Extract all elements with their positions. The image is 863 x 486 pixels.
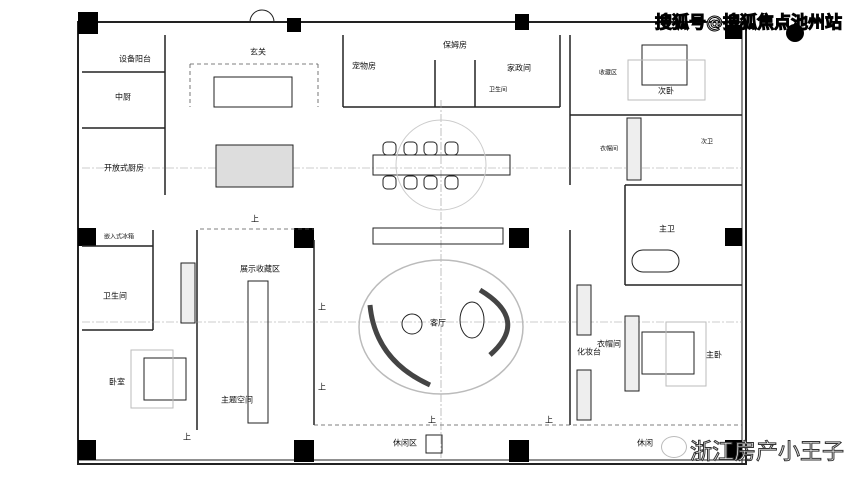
room-label-theme-space: 主题空间 — [221, 395, 253, 405]
tv-cabinet — [372, 227, 504, 245]
room-label-leisure-right: 休闲 — [637, 438, 653, 448]
structural-columns — [78, 12, 742, 462]
watermark-top: 搜狐号@搜狐焦点池州站 — [655, 13, 843, 34]
room-label-second-bedroom: 次卧 — [658, 86, 674, 96]
room-label-open-kitchen: 开放式厨房 — [104, 163, 144, 173]
room-label-leisure-area: 休闲区 — [393, 438, 417, 448]
up-marker: 上 — [428, 415, 436, 425]
room-label-display-collection: 展示收藏区 — [240, 264, 280, 274]
up-marker: 上 — [318, 302, 326, 312]
room-label-master-bedroom: 主卧 — [706, 350, 722, 360]
kitchen-island — [215, 144, 294, 188]
room-label-second-bath: 次卫 — [700, 138, 714, 146]
outer-wall — [77, 21, 747, 465]
wechat-icon — [661, 436, 687, 458]
room-label-housekeeping: 家政间 — [507, 63, 531, 73]
room-label-bedroom: 卧室 — [109, 377, 125, 387]
foyer-cabinet — [213, 76, 293, 108]
watermark-dot — [786, 24, 804, 42]
watermark-bottom: 浙江房产小王子 — [689, 440, 845, 466]
second-bed — [641, 44, 688, 86]
room-label-pet-room: 宠物房 — [352, 61, 376, 71]
room-label-master-bath: 主卫 — [659, 224, 675, 234]
room-label-bathroom-left: 卫生间 — [103, 291, 127, 301]
room-label-vanity: 化妆台 — [577, 347, 601, 357]
living-rug — [358, 259, 524, 395]
room-label-cloakroom-top: 衣帽间 — [599, 145, 619, 153]
room-label-cloakroom-right: 衣帽间 — [597, 339, 621, 349]
interior-walls — [82, 35, 742, 430]
bathtub — [631, 249, 680, 273]
up-marker: 上 — [251, 214, 259, 224]
up-marker: 上 — [545, 415, 553, 425]
room-label-foyer: 玄关 — [250, 47, 266, 57]
up-marker: 上 — [183, 432, 191, 442]
room-label-living-room: 客厅 — [430, 318, 446, 328]
master-bed — [641, 331, 695, 375]
sofa — [367, 304, 432, 388]
room-label-fridge: 嵌入式冰箱 — [103, 233, 135, 241]
dining-table — [372, 154, 511, 176]
dining-chairs — [382, 141, 459, 190]
up-marker: 上 — [318, 382, 326, 392]
room-label-chinese-kitchen: 中厨 — [115, 92, 131, 102]
room-label-bathroom-top: 卫生间 — [488, 86, 508, 94]
display-table — [247, 280, 269, 424]
room-label-equipment-balcony: 设备阳台 — [119, 54, 151, 64]
bedroom-bed — [143, 357, 187, 401]
room-label-nanny-room: 保姆房 — [443, 40, 467, 50]
room-label-collection: 收藏区 — [598, 69, 618, 77]
